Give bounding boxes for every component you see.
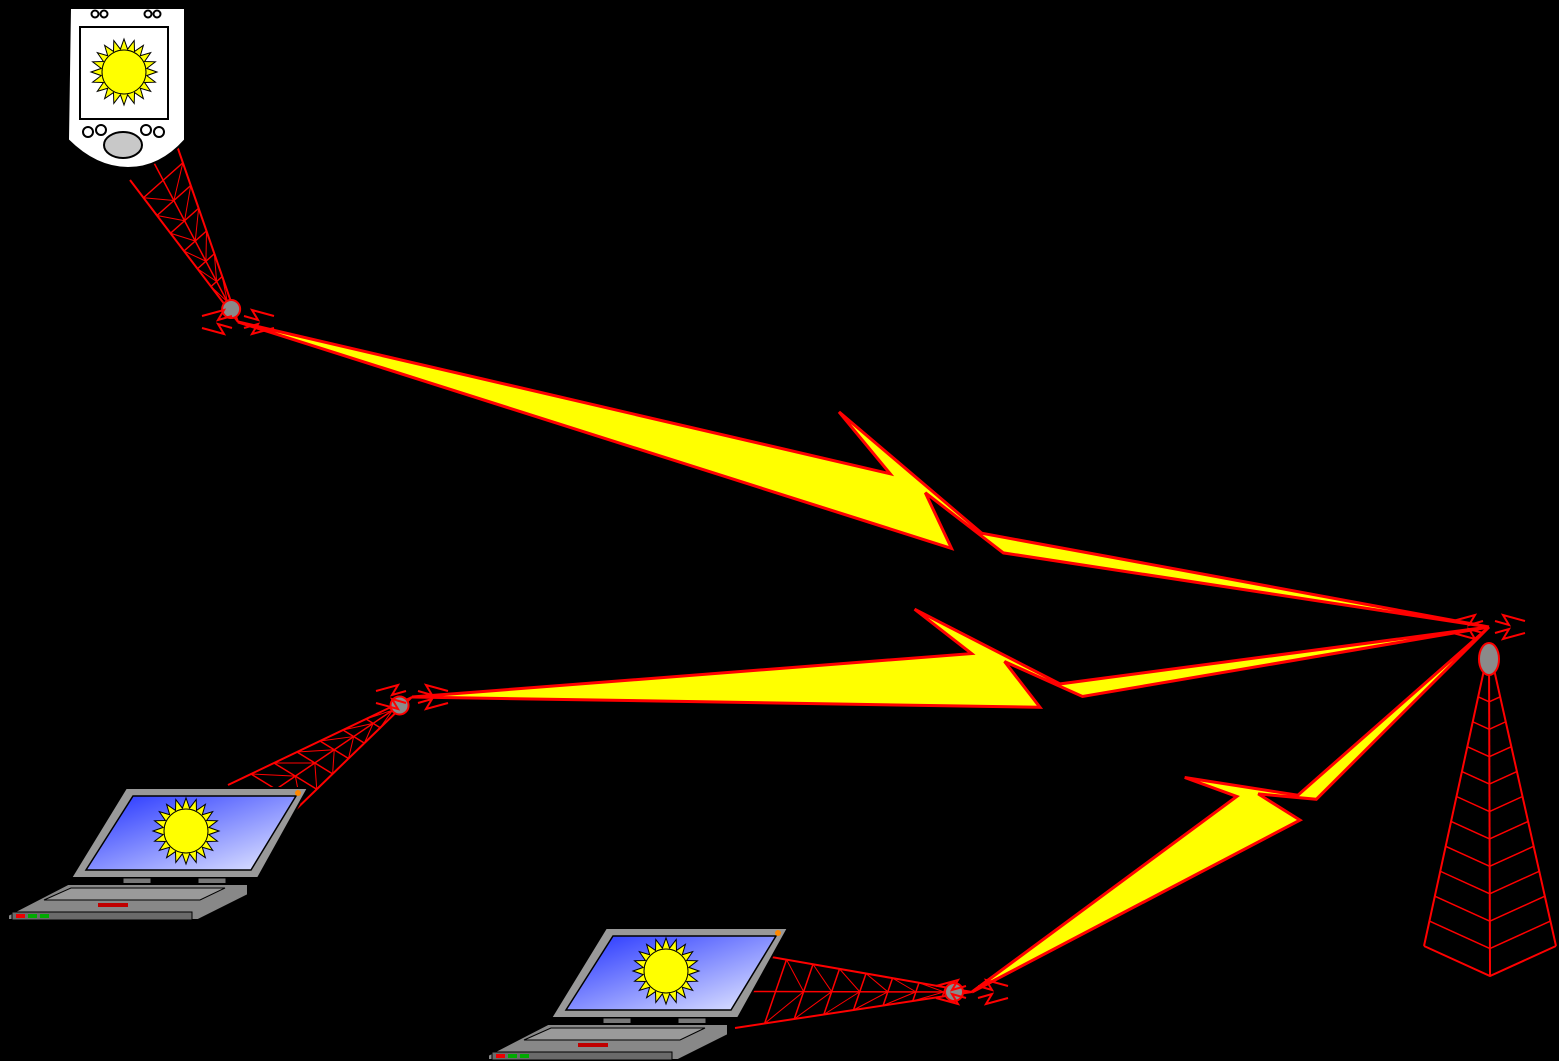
- pda-antenna: [130, 140, 240, 322]
- devices-layer: [8, 8, 788, 1060]
- lightning-bolt-icon: [238, 322, 1489, 627]
- lightning-bolt-icon: [412, 609, 1489, 707]
- laptop-icon: [8, 788, 308, 920]
- antennas-layer: [130, 140, 1556, 1028]
- pda-icon: [68, 8, 185, 168]
- links-layer: [238, 322, 1489, 992]
- laptop-icon: [488, 928, 788, 1060]
- radio-tower-icon: [1424, 643, 1556, 976]
- laptop-bottom-antenna: [735, 955, 972, 1028]
